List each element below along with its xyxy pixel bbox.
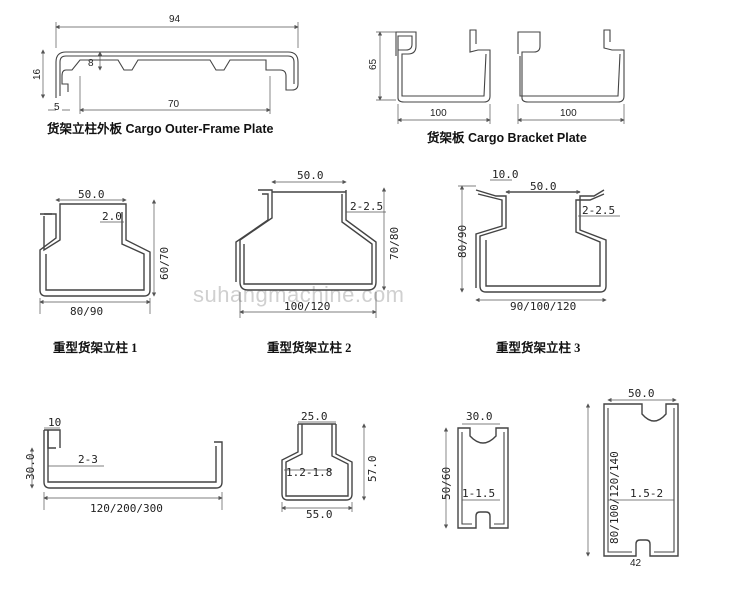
dim-10: 10.0 [492, 168, 519, 181]
dim-16: 16 [32, 68, 43, 80]
profile-heavy-column-3: 10.0 50.0 2-2.5 80/90 90/100/120 重型货架立柱 … [456, 168, 620, 355]
dim-120-200-300: 120/200/300 [90, 502, 163, 515]
dim-50-c: 50.0 [530, 180, 557, 193]
dim-50-d: 50.0 [628, 387, 655, 400]
dim-100-a: 100 [430, 108, 447, 119]
dim-80-100-120-140: 80/100/120/140 [608, 451, 621, 544]
dim-25: 25.0 [301, 410, 328, 423]
dim-70-80: 70/80 [388, 227, 401, 260]
dim-80-90-b: 80/90 [456, 225, 469, 258]
caption-heavy-column-1: 重型货架立柱 1 [53, 340, 137, 355]
caption-outer-frame-plate: 货架立柱外板 Cargo Outer-Frame Plate [47, 121, 273, 136]
profile-heavy-column-2: 50.0 2-2.5 70/80 100/120 重型货架立柱 2 [235, 169, 401, 355]
profile-column-small: 25.0 1.2-1.8 57.0 55.0 [281, 410, 379, 521]
caption-heavy-column-2: 重型货架立柱 2 [267, 340, 351, 355]
dim-1-1-5: 1-1.5 [462, 487, 495, 500]
dim-100-b: 100 [560, 108, 577, 119]
dim-2-2-5: 2-2.5 [350, 200, 383, 213]
profile-c-channel: 10 30.0 2-3 120/200/300 [24, 416, 223, 515]
dim-2-3: 2-3 [78, 453, 98, 466]
dim-100-120: 100/120 [284, 300, 330, 313]
dim-65: 65 [368, 58, 379, 70]
caption-bracket-plate: 货架板 Cargo Bracket Plate [427, 130, 587, 145]
profile-outer-frame-plate: 94 16 8 5 70 货架立柱外板 Cargo Outer-Frame Pl… [32, 14, 299, 136]
dim-60-70: 60/70 [158, 247, 171, 280]
profile-bracket-plate: 65 100 100 货架板 Cargo Bracket Plate [368, 29, 625, 145]
dim-8: 8 [88, 58, 94, 69]
watermark: suhangmachine.com [193, 282, 405, 307]
dim-94: 94 [169, 14, 181, 25]
profile-column-large: 50.0 80/100/120/140 1.5-2 42 [585, 387, 679, 569]
dim-42: 42 [630, 558, 642, 569]
profile-heavy-column-1: 50.0 2.0 60/70 80/90 重型货架立柱 1 [39, 188, 171, 355]
dim-30: 30.0 [24, 454, 37, 481]
dim-55: 55.0 [306, 508, 333, 521]
dim-70: 70 [168, 99, 180, 110]
dim-1-2-1-8: 1.2-1.8 [286, 466, 332, 479]
dim-10-b: 10 [48, 416, 61, 429]
dim-57: 57.0 [366, 456, 379, 483]
caption-heavy-column-3: 重型货架立柱 3 [496, 340, 580, 355]
dim-50-60: 50/60 [440, 467, 453, 500]
dim-5: 5 [54, 102, 60, 113]
dim-90-100-120: 90/100/120 [510, 300, 576, 313]
dim-2-0: 2.0 [102, 210, 122, 223]
dim-2-2-5-b: 2-2.5 [582, 204, 615, 217]
dim-30-b: 30.0 [466, 410, 493, 423]
dim-1-5-2: 1.5-2 [630, 487, 663, 500]
profile-column-slot: 30.0 50/60 1-1.5 [440, 410, 509, 529]
dim-50: 50.0 [78, 188, 105, 201]
dim-50-b: 50.0 [297, 169, 324, 182]
dim-80-90: 80/90 [70, 305, 103, 318]
